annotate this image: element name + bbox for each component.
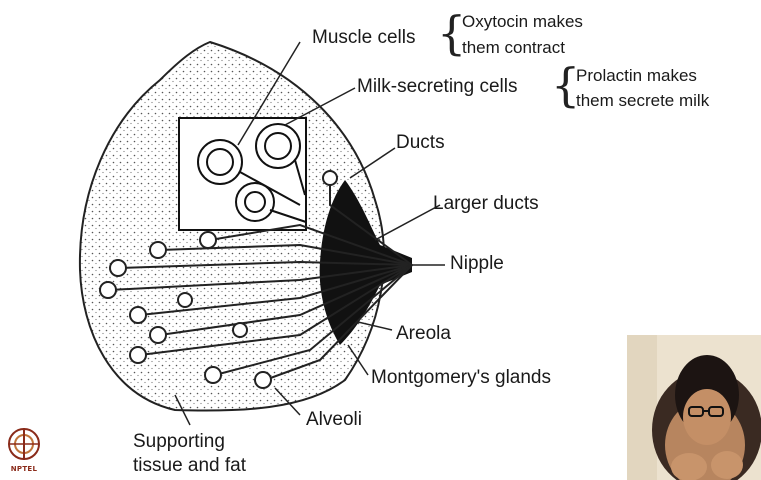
label-larger-ducts: Larger ducts (433, 193, 539, 215)
note-prolactin-line2: them secrete milk (576, 90, 709, 111)
label-areola: Areola (396, 323, 451, 345)
label-milk-secreting-cells: Milk-secreting cells (357, 76, 517, 98)
label-supporting-line2: tissue and fat (133, 455, 246, 477)
nptel-logo: NPTEL (4, 424, 44, 480)
note-prolactin-line1: Prolactin makes (576, 65, 697, 86)
note-oxytocin-line2: them contract (462, 37, 565, 58)
label-montgomerys-glands: Montgomery's glands (371, 367, 551, 389)
label-alveoli: Alveoli (306, 409, 362, 431)
label-ducts: Ducts (396, 132, 445, 154)
presenter-webcam (627, 335, 761, 480)
label-supporting-line1: Supporting (133, 431, 225, 453)
nptel-emblem-icon (4, 424, 44, 466)
nptel-logo-text: NPTEL (4, 465, 44, 473)
note-oxytocin-line1: Oxytocin makes (462, 11, 583, 32)
label-muscle-cells: Muscle cells (312, 27, 415, 49)
presenter-image (627, 335, 761, 480)
label-nipple: Nipple (450, 253, 504, 275)
